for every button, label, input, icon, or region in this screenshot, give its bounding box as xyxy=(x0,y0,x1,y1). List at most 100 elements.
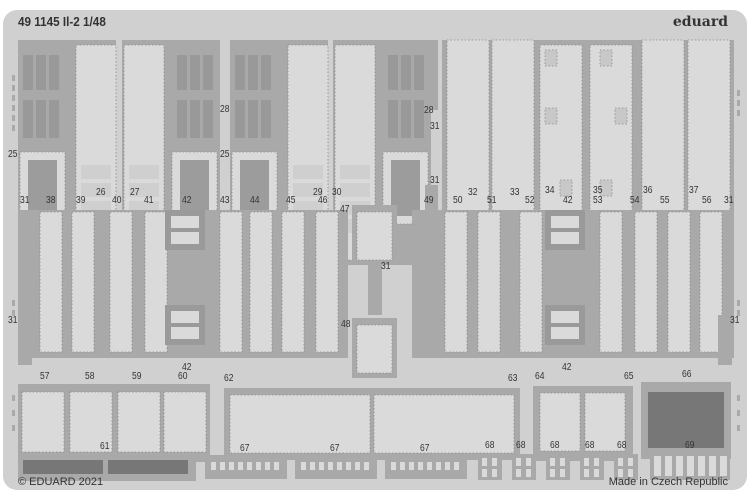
part-number-label: 68 xyxy=(617,440,627,451)
tab xyxy=(526,458,531,466)
tab xyxy=(516,458,521,466)
part-number-label: 42 xyxy=(563,195,573,206)
panel-65 xyxy=(584,392,626,452)
tab xyxy=(560,458,565,466)
part-number-label: 46 xyxy=(318,195,328,206)
part-number-label: 67 xyxy=(420,443,430,454)
tab xyxy=(400,462,405,470)
tab xyxy=(427,462,432,470)
part-number-label: 32 xyxy=(468,187,478,198)
tab xyxy=(391,462,396,470)
tab xyxy=(676,456,683,476)
part-number-label: 42 xyxy=(182,195,192,206)
part-number-label: 68 xyxy=(485,440,495,451)
tab xyxy=(698,456,705,476)
part-number-label: 48 xyxy=(341,319,351,330)
grille-slot xyxy=(23,55,33,90)
grille-slot xyxy=(414,55,424,90)
part-68 xyxy=(478,454,502,480)
tab xyxy=(328,462,333,470)
hatch-section xyxy=(340,165,370,179)
long-strip xyxy=(699,211,723,353)
part-number-label: 62 xyxy=(224,373,234,384)
tab xyxy=(550,458,555,466)
grille-slot xyxy=(414,100,424,138)
attachment-tab xyxy=(12,95,15,101)
grille-slot xyxy=(23,100,33,138)
grille-slot xyxy=(49,55,59,90)
grille-slot xyxy=(235,55,245,90)
part-number-label: 51 xyxy=(487,195,497,206)
hatch-window xyxy=(551,216,579,228)
grille-slot xyxy=(190,100,200,138)
part-number-label: 30 xyxy=(332,187,342,198)
attachment-tab xyxy=(12,75,15,81)
grille-slot xyxy=(177,55,187,90)
grille-slot xyxy=(49,100,59,138)
long-strip xyxy=(315,211,339,353)
tab xyxy=(482,458,487,466)
long-strip xyxy=(667,211,691,353)
part-number-label: 38 xyxy=(46,195,56,206)
part-number-label: 61 xyxy=(100,441,110,452)
strip-67 xyxy=(385,455,467,479)
tab xyxy=(355,462,360,470)
access-hatch xyxy=(614,107,628,125)
tab xyxy=(618,469,623,477)
part-number-label: 33 xyxy=(510,187,520,198)
part-number-label: 44 xyxy=(250,195,260,206)
part-number-label: 68 xyxy=(550,440,560,451)
part-number-label: 52 xyxy=(525,195,535,206)
grille-slot xyxy=(36,100,46,138)
panel-47-face xyxy=(356,211,393,261)
grille-slot xyxy=(190,55,200,90)
long-strip xyxy=(71,211,95,353)
grille-slot xyxy=(388,100,398,138)
hatch-section xyxy=(293,183,323,197)
tab xyxy=(274,462,279,470)
access-hatch xyxy=(559,179,573,197)
hatch-window xyxy=(171,232,199,244)
panel-63 xyxy=(373,394,515,454)
part-number-label: 31 xyxy=(381,261,391,272)
long-strip xyxy=(219,211,243,353)
part-number-label: 50 xyxy=(453,195,463,206)
hatch-section xyxy=(340,183,370,197)
panel-64 xyxy=(539,392,581,452)
access-hatch xyxy=(544,49,558,67)
part-68 xyxy=(512,454,536,480)
grille-slot xyxy=(401,55,411,90)
part-number-label: 31 xyxy=(724,195,734,206)
tab xyxy=(584,469,589,477)
part-number-label: 36 xyxy=(643,185,653,196)
tab xyxy=(584,458,589,466)
window-pane xyxy=(28,160,57,216)
tab xyxy=(720,456,727,476)
grille-slot xyxy=(248,55,258,90)
fret-title: 49 1145 Il-2 1/48 xyxy=(18,14,106,29)
part-number-label: 57 xyxy=(40,371,50,382)
part-number-label: 53 xyxy=(593,195,603,206)
long-strip xyxy=(109,211,133,353)
tab xyxy=(265,462,270,470)
strip-67 xyxy=(205,455,287,479)
tab xyxy=(220,462,225,470)
mesh-strip xyxy=(23,460,103,474)
part-number-label: 64 xyxy=(535,371,545,382)
attachment-tab xyxy=(737,90,740,96)
hatch-window xyxy=(171,216,199,228)
attachment-tab xyxy=(737,110,740,116)
part-number-label: 31 xyxy=(430,175,440,186)
attachment-tab xyxy=(12,105,15,111)
mesh-grid xyxy=(648,392,724,448)
part-68 xyxy=(546,454,570,480)
part-number-label: 49 xyxy=(424,195,434,206)
hatch-section xyxy=(81,165,111,179)
attachment-tab xyxy=(12,85,15,91)
tab xyxy=(516,469,521,477)
tab xyxy=(445,462,450,470)
hatch-section xyxy=(129,183,159,197)
attachment-tab xyxy=(12,115,15,121)
